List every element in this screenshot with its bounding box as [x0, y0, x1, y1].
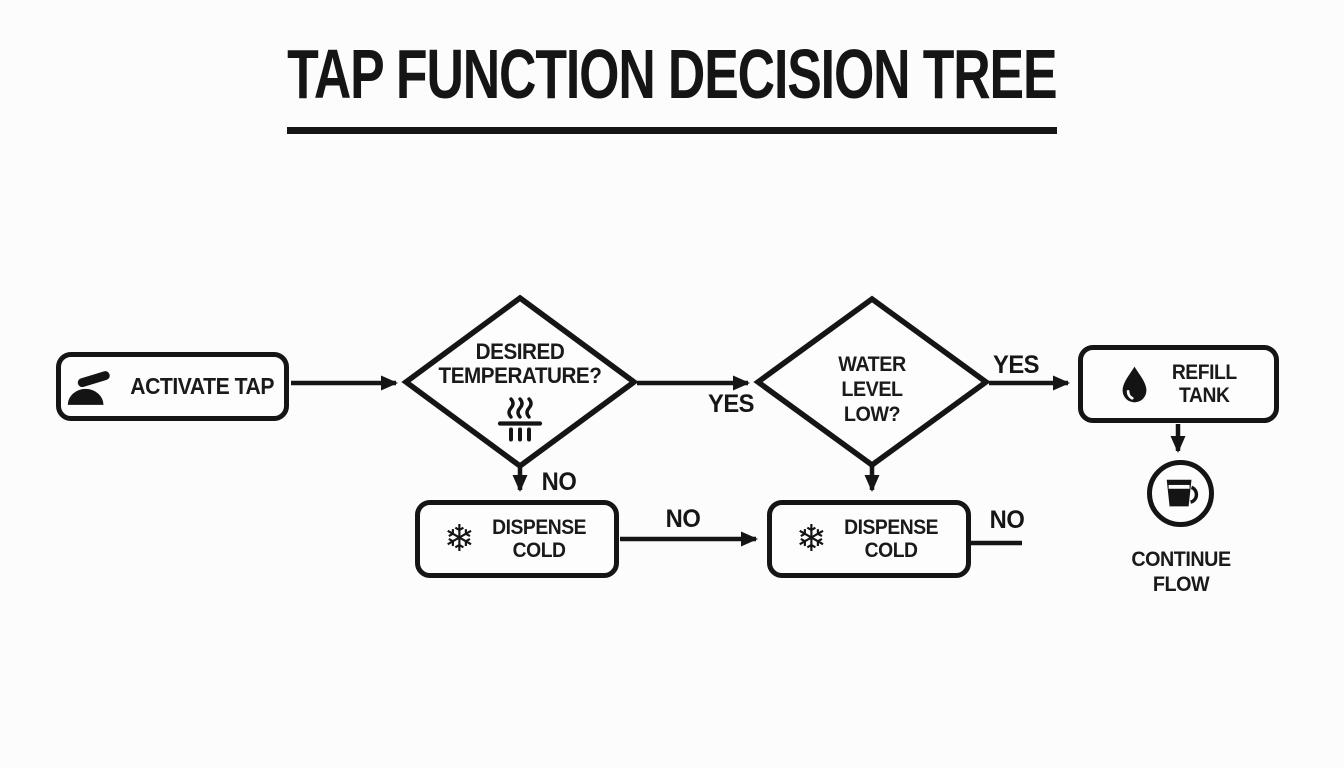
node-label-line: LOW?	[843, 403, 901, 426]
node-water-level-label: WATER LEVEL LOW?	[797, 352, 947, 427]
node-label-line: TEMPERATURE?	[438, 363, 602, 388]
edge-label-yes-to-refill: YES	[992, 351, 1040, 379]
node-label-line: REFILL	[1171, 361, 1237, 384]
title-underline	[287, 127, 1057, 134]
decision-diamond-water-level	[753, 295, 991, 469]
node-activate-tap: ACTIVATE TAP	[56, 352, 289, 421]
node-label: ACTIVATE TAP	[130, 373, 275, 399]
node-label-line: COLD	[864, 539, 918, 562]
cup-icon	[1166, 479, 1198, 506]
tap-lever-icon	[68, 370, 111, 405]
node-label-line: CONTINUE	[1131, 548, 1231, 571]
node-label-line: COLD	[512, 539, 566, 562]
heat-steam-icon	[497, 397, 543, 442]
edge-label-no-between-dispense: NO	[665, 505, 701, 533]
edge-label-no-diamond1-down: NO	[541, 468, 577, 496]
node-refill-tank: REFILL TANK	[1078, 345, 1279, 423]
node-label: REFILL TANK	[1172, 361, 1237, 407]
page-title: TAP FUNCTION DECISION TREE	[0, 38, 1344, 110]
node-label-line: WATER	[838, 353, 906, 376]
water-drop-icon	[1122, 366, 1147, 403]
node-dispense-cold-right: ❄ DISPENSE COLD	[767, 500, 971, 578]
decision-diamond-desired-temperature	[401, 294, 639, 470]
snowflake-icon: ❄	[443, 516, 475, 560]
node-label-line: DISPENSE	[491, 516, 587, 539]
node-label: DISPENSE COLD	[492, 516, 586, 562]
node-label-line: TANK	[1178, 384, 1230, 407]
node-label-line: DESIRED	[475, 339, 565, 364]
node-dispense-cold-left: ❄ DISPENSE COLD	[415, 500, 619, 578]
node-label-line: LEVEL	[841, 378, 903, 401]
page-title-text: TAP FUNCTION DECISION TREE	[287, 35, 1057, 113]
node-desired-temperature-label: DESIRED TEMPERATURE?	[426, 340, 614, 388]
node-continue-flow-label: CONTINUE FLOW	[1108, 547, 1255, 597]
node-continue-flow-circle	[1147, 460, 1214, 527]
edge-label-no-after-dispense-right: NO	[989, 506, 1025, 534]
snowflake-icon: ❄	[795, 516, 827, 560]
node-label-line: DISPENSE	[843, 516, 939, 539]
node-label-line: FLOW	[1152, 573, 1210, 596]
node-label: DISPENSE COLD	[844, 516, 938, 562]
edge-label-yes-between-diamonds: YES	[707, 390, 755, 418]
